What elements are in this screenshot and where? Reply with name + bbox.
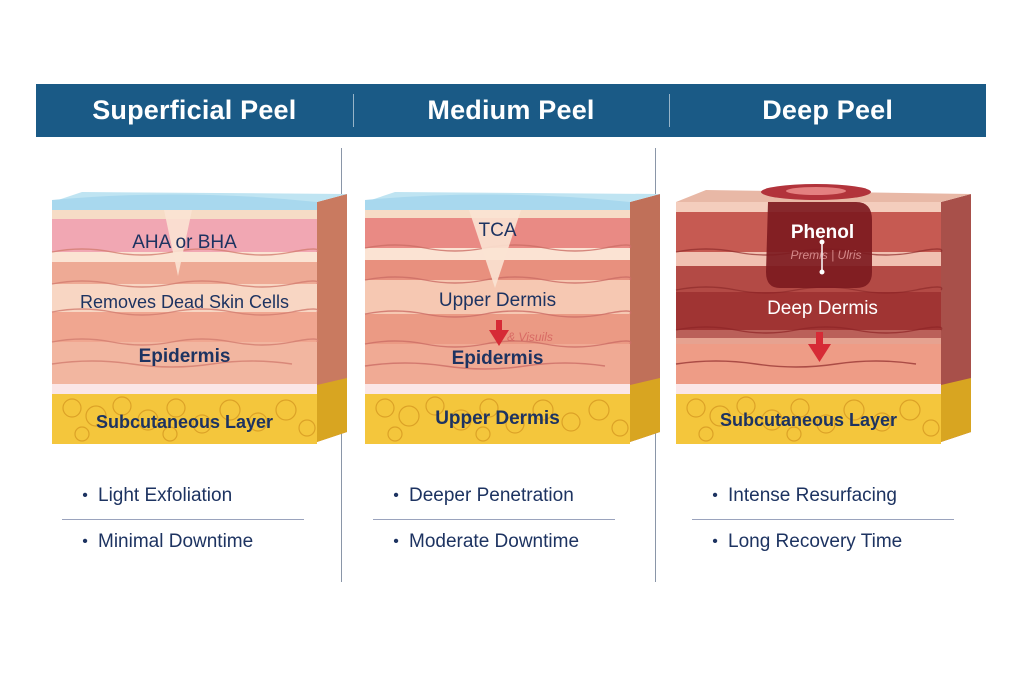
header-band: Superficial Peel Medium Peel Deep Peel <box>36 84 986 137</box>
bullet-text: Deeper Penetration <box>409 485 574 506</box>
label-action: Deep Dermis <box>767 298 878 319</box>
label-agent: Phenol <box>790 222 855 243</box>
bullet-text: Moderate Downtime <box>409 531 580 552</box>
list-item: • Long Recovery Time <box>702 528 952 556</box>
list-item: • Minimal Downtime <box>72 528 322 556</box>
list-item: • Intense Resurfacing <box>702 482 952 510</box>
divider <box>62 519 304 520</box>
skin-layers-illustration <box>675 184 971 444</box>
label-bottom-layer: Subcutaneous Layer <box>95 412 274 432</box>
list-item: • Moderate Downtime <box>383 528 633 556</box>
bullet-list-deep: • Intense Resurfacing • Long Recovery Time <box>692 482 954 556</box>
bullet-dot-icon: • <box>82 487 88 504</box>
bullet-text: Minimal Downtime <box>98 531 254 552</box>
skin-block-deep: Phenol Premis | Ulris Deep Dermis Subcut… <box>675 180 971 455</box>
divider <box>373 519 615 520</box>
penetration-arrow-icon <box>808 332 831 362</box>
bullet-dot-icon: • <box>82 533 88 550</box>
divider <box>692 519 954 520</box>
label-bottom-layer: Upper Dermis <box>435 408 560 429</box>
skin-block-superficial: AHA or BHA Removes Dead Skin Cells Epide… <box>51 180 347 455</box>
skin-layers-illustration <box>51 192 347 444</box>
label-bottom-layer: Subcutaneous Layer <box>719 410 898 430</box>
bullet-list-medium: • Deeper Penetration • Moderate Downtime <box>373 482 633 556</box>
label-agent: TCA <box>478 220 517 241</box>
bullet-dot-icon: • <box>712 487 718 504</box>
column-title-deep: Deep Peel <box>669 84 986 137</box>
penetration-arrow-icon <box>489 320 509 346</box>
label-layer: Epidermis <box>138 346 231 367</box>
label-agent: AHA or BHA <box>132 232 237 253</box>
bullet-text: Long Recovery Time <box>728 531 903 552</box>
bullet-list-superficial: • Light Exfoliation • Minimal Downtime <box>62 482 322 556</box>
bullet-text: Light Exfoliation <box>98 485 233 506</box>
bullet-dot-icon: • <box>393 533 399 550</box>
bullet-dot-icon: • <box>712 533 718 550</box>
skin-block-medium: TCA Upper Dermis & Visuils Epidermis Upp… <box>364 180 660 455</box>
label-faint: & Visuils <box>507 330 553 344</box>
label-action: Removes Dead Skin Cells <box>79 292 290 312</box>
skin-layers-illustration <box>364 192 660 444</box>
list-item: • Light Exfoliation <box>72 482 322 510</box>
label-faint: Premis | Ulris <box>790 248 862 262</box>
label-layer: Epidermis <box>451 348 544 369</box>
bullet-text: Intense Resurfacing <box>728 485 897 506</box>
label-action: Upper Dermis <box>438 290 557 311</box>
column-title-superficial: Superficial Peel <box>92 95 297 125</box>
column-title-medium: Medium Peel <box>352 84 670 137</box>
bullet-dot-icon: • <box>393 487 399 504</box>
list-item: • Deeper Penetration <box>383 482 633 510</box>
